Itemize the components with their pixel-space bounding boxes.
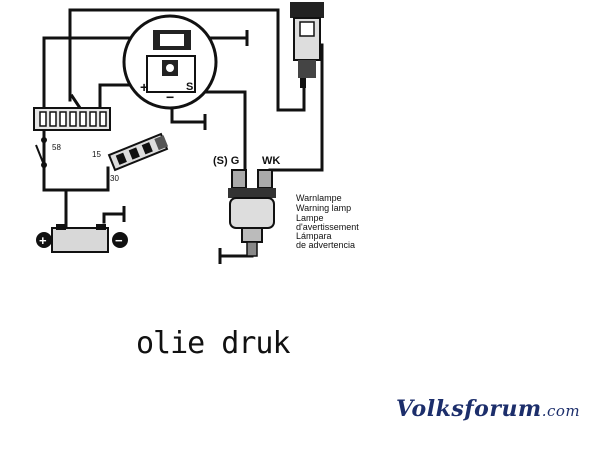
battery-plus-label: + — [39, 233, 47, 248]
wire-strip-mid — [69, 93, 83, 111]
gauge-s-label: S — [186, 81, 193, 93]
ignition-key — [107, 132, 169, 172]
sender-sg-label: (S) G — [213, 155, 239, 167]
terminal-58-label: 58 — [52, 143, 61, 152]
lamp-label-1: Warning lamp — [296, 203, 351, 213]
watermark-domain: .com — [541, 402, 581, 420]
gauge-minus-label: − — [166, 89, 174, 105]
sender-wk-label: WK — [262, 155, 280, 167]
lamp-label-3: d'avertissement — [296, 222, 359, 232]
terminal-15-label: 15 — [92, 150, 101, 159]
terminal-30-label: 30 — [110, 174, 119, 183]
fuse-terminal-strip — [33, 107, 111, 131]
lamp-label-5: de advertencia — [296, 240, 355, 250]
battery-minus-label: − — [115, 233, 123, 248]
caption-olie-druk: olie druk — [136, 326, 291, 361]
wire-sg — [188, 90, 247, 180]
lamp-label-4: Lámpara — [296, 231, 332, 241]
warning-lamp — [290, 2, 324, 88]
battery — [36, 224, 128, 253]
volksforum-watermark: Volksforum.com — [396, 396, 580, 422]
wire-switch — [42, 128, 110, 192]
wire-strip-left — [42, 36, 152, 110]
wire-battery-ground — [102, 212, 126, 224]
lamp-label-0: Warnlampe — [296, 193, 342, 203]
watermark-brand: Volksforum — [396, 396, 542, 422]
gauge-plus-label: + — [140, 79, 148, 95]
wire-lamp-top — [68, 8, 306, 112]
pressure-sender — [228, 169, 276, 257]
ignition-switch — [35, 137, 47, 168]
oil-pressure-gauge — [122, 14, 218, 110]
lamp-label-2: Lampe — [296, 213, 324, 223]
